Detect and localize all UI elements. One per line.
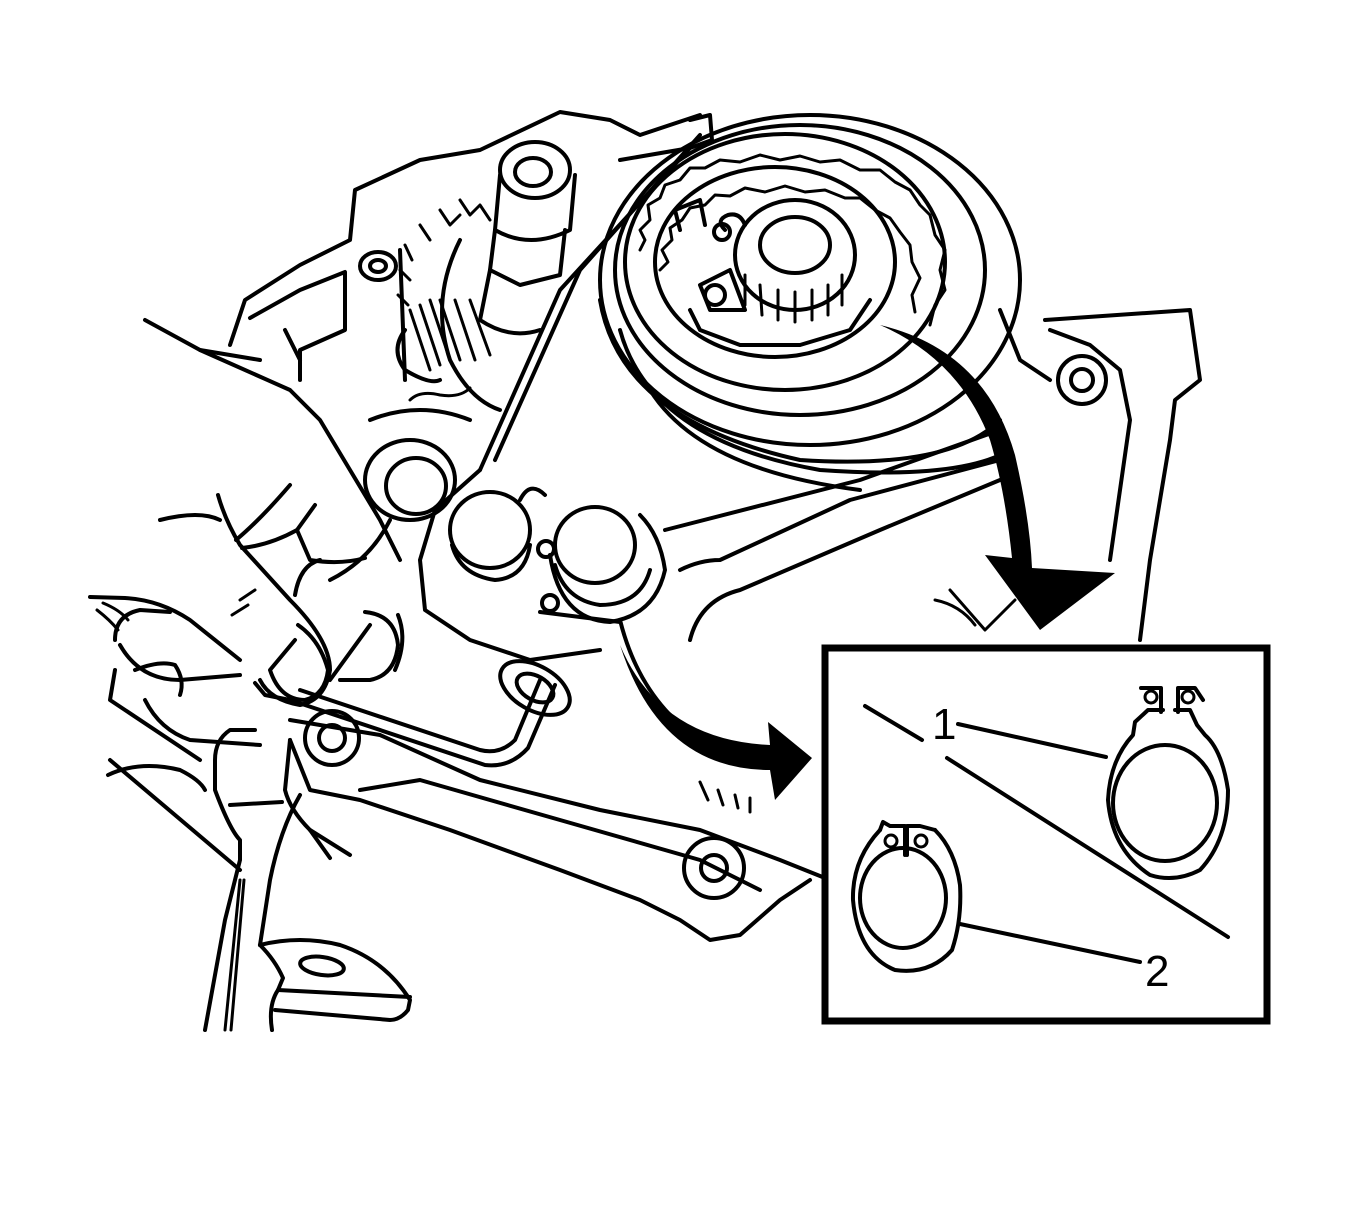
detail-strokes [158,513,1017,632]
snap-ring-pliers [106,728,352,1032]
caps [288,428,1002,768]
bottom-tab [258,938,412,1032]
gear-drum [598,113,1022,492]
snap-ring-upper-right [1106,686,1230,881]
snap-ring-lower-left [850,820,963,973]
large-arrow-icon [880,325,1115,630]
transmission-case [198,110,1202,942]
bracket-bar [418,113,714,662]
inset-box [821,644,1271,1025]
callout-2: 2 [1145,947,1170,996]
small-arrow-icon [620,645,812,814]
upper-shaft [395,140,577,412]
hands [88,318,405,762]
callout-1: 1 [932,700,957,749]
